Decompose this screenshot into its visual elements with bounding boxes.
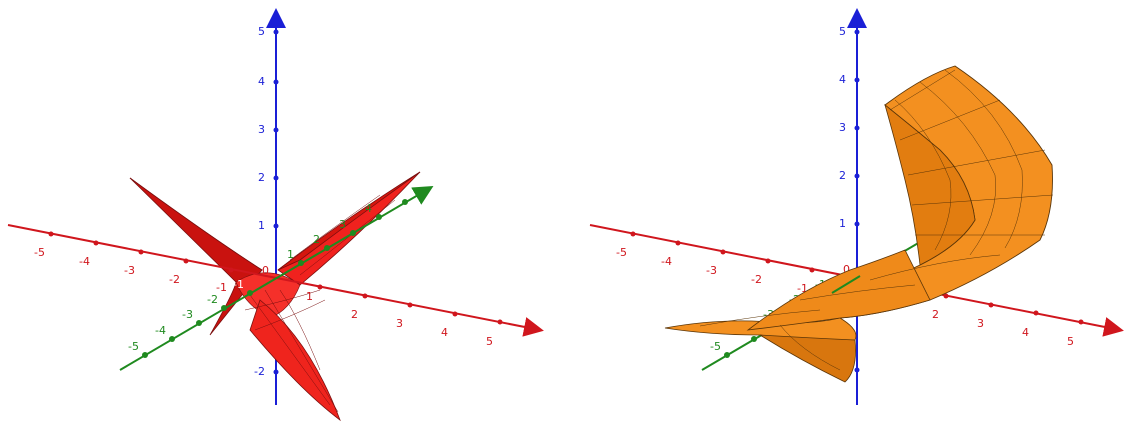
x-tick-neg2-right: -2	[751, 273, 762, 286]
y-tick-neg4-left: -4	[155, 324, 166, 337]
y-tick-neg3-left: -3	[182, 308, 193, 321]
x-tick-5-right: 5	[1067, 335, 1074, 348]
y-tick-neg5-left: -5	[128, 340, 139, 353]
x-axis-ticks-right	[630, 231, 1084, 325]
z-tick-neg2-left: -2	[254, 365, 265, 378]
x-tick-3-right: 3	[977, 317, 984, 330]
surface-left	[129, 171, 421, 422]
x-axis-ticks-left	[48, 231, 503, 325]
y-tick-3-left: 3	[339, 218, 346, 231]
x-tick-4-right: 4	[1022, 326, 1029, 339]
x-tick-1-left: 1	[306, 290, 313, 303]
z-tick-1-right: 1	[839, 217, 846, 230]
surface-right	[664, 65, 1054, 383]
x-tick-neg3-left: -3	[124, 264, 135, 277]
x-tick-2-left: 2	[351, 308, 358, 321]
z-tick-3-left: 3	[258, 123, 265, 136]
x-tick-neg5-right: -5	[616, 246, 627, 259]
x-tick-neg5-left: -5	[34, 246, 45, 259]
z-axis-ticks-left	[273, 29, 279, 375]
z-tick-3-right: 3	[839, 121, 846, 134]
x-tick-neg4-left: -4	[79, 255, 90, 268]
z-axis-ticks-right	[854, 29, 860, 373]
y-axis-right-front	[831, 275, 861, 294]
y-tick-neg1-left: -1	[233, 278, 244, 291]
x-tick-2-right: 2	[932, 308, 939, 321]
x-tick-neg4-right: -4	[661, 255, 672, 268]
z-tick-2-right: 2	[839, 169, 846, 182]
z-tick-5-left: 5	[258, 25, 265, 38]
x-tick-neg1-right: -1	[797, 282, 808, 295]
y-tick-neg5-right: -5	[710, 340, 721, 353]
y-axis-ticks-left	[142, 199, 408, 358]
x-tick-neg2-left: -2	[169, 273, 180, 286]
z-tick-2-left: 2	[258, 171, 265, 184]
y-tick-4-left: 4	[365, 202, 372, 215]
y-tick-neg2-left: -2	[207, 293, 218, 306]
x-tick-5-left: 5	[486, 335, 493, 348]
x-tick-0-left: 0	[262, 264, 269, 277]
y-tick-1-left: 1	[287, 248, 294, 261]
y-tick-2-left: 2	[313, 233, 320, 246]
x-tick-neg3-right: -3	[706, 264, 717, 277]
x-tick-neg1-left: -1	[216, 281, 227, 294]
z-tick-4-right: 4	[839, 73, 846, 86]
z-tick-1-left: 1	[258, 219, 265, 232]
z-tick-4-left: 4	[258, 75, 265, 88]
x-tick-4-left: 4	[441, 326, 448, 339]
x-tick-0-right: 0	[843, 263, 850, 276]
x-tick-3-left: 3	[396, 317, 403, 330]
z-tick-5-right: 5	[839, 25, 846, 38]
